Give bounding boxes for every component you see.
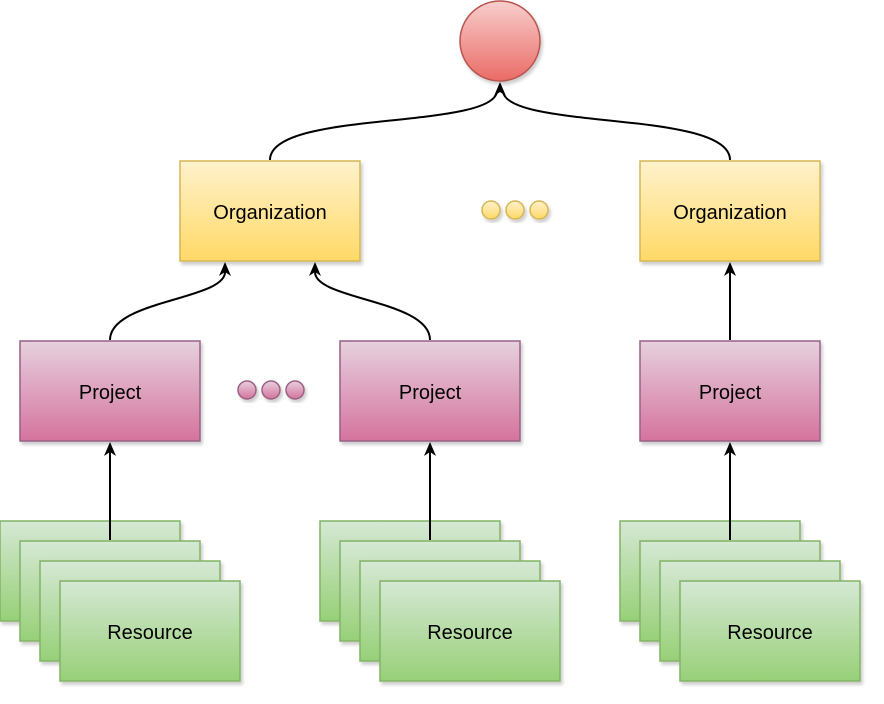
edge-org2-to-root [502,91,731,161]
project-label-2: Project [399,382,462,404]
project-node-1[interactable]: Project [19,340,201,442]
organization-label-1: Organization [213,202,326,224]
arrowhead-org1-right [309,262,321,276]
ellipsis-dot [285,380,305,400]
root-node[interactable] [459,0,541,82]
ellipsis-dot [481,200,501,220]
ellipsis-dot [261,380,281,400]
organization-node-1[interactable]: Organization [179,160,361,262]
arrowhead-project3 [724,442,736,456]
arrowhead-project1 [104,442,116,456]
organization-ellipsis [481,200,549,220]
edge-project1-to-org1 [109,271,226,341]
arrowhead-org2 [724,262,736,276]
project-node-2[interactable]: Project [339,340,521,442]
ellipsis-dot [505,200,525,220]
resource-label-3: Resource [727,622,813,644]
arrowhead-project2 [424,442,436,456]
resource-label-1: Resource [107,622,193,644]
arrowhead-org1-left [219,262,231,276]
resource-label-2: Resource [427,622,513,644]
organization-label-2: Organization [673,202,786,224]
resource-stack-1[interactable]: Resource [0,520,241,682]
ellipsis-dot [529,200,549,220]
edge-project2-to-org1 [314,271,431,341]
ellipsis-dot [237,380,257,400]
project-node-3[interactable]: Project [639,340,821,442]
resource-stack-3[interactable]: Resource [619,520,861,682]
project-ellipsis [237,380,305,400]
edge-org1-to-root [269,91,498,161]
project-label-1: Project [79,382,142,404]
project-label-3: Project [699,382,762,404]
arrowhead-root [494,82,506,96]
resource-stack-2[interactable]: Resource [319,520,561,682]
organization-node-2[interactable]: Organization [639,160,821,262]
